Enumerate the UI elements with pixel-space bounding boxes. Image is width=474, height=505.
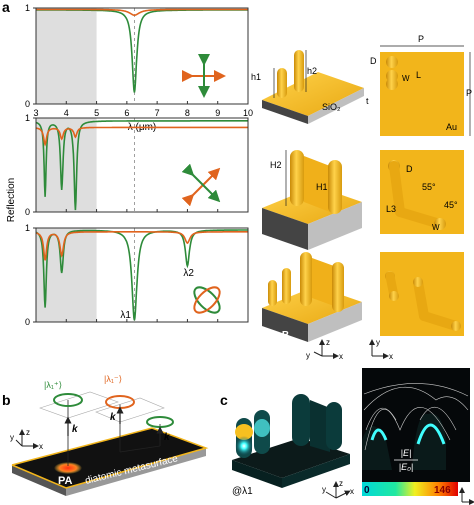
label-W-b: W bbox=[432, 223, 440, 232]
field-label-num: |E| bbox=[401, 448, 412, 458]
label-W: W bbox=[402, 74, 410, 83]
label-k3: k bbox=[164, 432, 170, 443]
axis-x-label: x bbox=[339, 352, 343, 361]
label-Au: Au bbox=[446, 122, 457, 132]
plot-frame-0 bbox=[35, 7, 249, 105]
y-axis-label: Reflection bbox=[6, 178, 17, 222]
label-state1: |λ₁⁺⟩ bbox=[44, 380, 62, 390]
label-angle1: 55° bbox=[422, 182, 436, 192]
series-line-2-0 bbox=[35, 229, 248, 321]
b-axis-z: z bbox=[26, 428, 30, 437]
xtick-label-8: 8 bbox=[185, 108, 190, 118]
ytick-label-2-1: 1 bbox=[25, 223, 30, 233]
panel-c-3d: @λ1 z x y bbox=[232, 394, 354, 499]
ytick-label-0-1: 1 bbox=[25, 3, 30, 13]
xtick-label-3: 3 bbox=[33, 108, 38, 118]
label-k2: k bbox=[110, 412, 116, 423]
label-at-lambda1: @λ1 bbox=[232, 486, 253, 497]
ytick-label-0-0: 0 bbox=[25, 99, 30, 109]
topview-a: P P D W L Au bbox=[370, 34, 472, 136]
label-h2: h2 bbox=[307, 66, 317, 76]
label-L3: L3 bbox=[386, 204, 396, 214]
panel-label-b: b bbox=[2, 392, 11, 408]
label-k1: k bbox=[72, 424, 78, 435]
label-t: t bbox=[366, 96, 369, 106]
topview-b: D 55° 45° L3 W bbox=[380, 150, 464, 234]
series-line-1-0 bbox=[35, 120, 248, 211]
structure-a-plus-b: A+ B bbox=[262, 252, 362, 342]
c-axis-x: x bbox=[350, 487, 354, 496]
label-angle2: 45° bbox=[444, 200, 458, 210]
annotation-λ2: λ2 bbox=[183, 268, 194, 279]
label-L: L bbox=[416, 70, 421, 80]
label-P: P bbox=[418, 34, 424, 44]
b-axis-x: x bbox=[39, 442, 43, 451]
label-state2: |λ₁⁻⟩ bbox=[104, 374, 122, 384]
series-line-2-1 bbox=[35, 231, 248, 261]
label-PA: PA bbox=[58, 475, 73, 487]
panel-label-a: a bbox=[2, 0, 10, 15]
label-D: D bbox=[370, 56, 377, 66]
label-h1: h1 bbox=[251, 72, 261, 82]
b-axis-y: y bbox=[10, 433, 14, 442]
panel-c-field-map: 0 146 |E| |E₀| bbox=[362, 368, 474, 505]
topview-ab: y x bbox=[369, 252, 464, 361]
panel-b: PA diatomic metasurface k k k |λ₁⁺⟩ |λ₁⁻… bbox=[10, 374, 209, 496]
annotation-λ1: λ1 bbox=[120, 310, 131, 321]
label-H1: H1 bbox=[316, 182, 328, 192]
field-label-den: |E₀| bbox=[399, 462, 413, 472]
ytick-label-2-0: 0 bbox=[25, 317, 30, 327]
plot-frame-1 bbox=[35, 117, 249, 213]
xtick-label-10: 10 bbox=[243, 108, 253, 118]
structure-axes: z x y bbox=[306, 338, 343, 361]
structure-ab-name: A+ B bbox=[266, 330, 289, 341]
xtick-label-9: 9 bbox=[215, 108, 220, 118]
topview-axis-y: y bbox=[376, 338, 380, 347]
shaded-region-2 bbox=[36, 228, 97, 322]
xtick-label-5: 5 bbox=[94, 108, 99, 118]
label-H2: H2 bbox=[270, 160, 282, 170]
xtick-label-6: 6 bbox=[124, 108, 129, 118]
colorbar-max: 146 bbox=[434, 485, 451, 496]
c-axis-y: y bbox=[322, 485, 326, 494]
axis-y-label: y bbox=[306, 351, 310, 360]
linear-polarization-icon bbox=[182, 54, 226, 98]
structure-a: A h1 h2 SiO₂ t bbox=[251, 50, 369, 125]
ytick-label-1-0: 0 bbox=[25, 207, 30, 217]
label-P-side: P bbox=[466, 88, 472, 98]
structure-b-name: B bbox=[266, 236, 273, 247]
xtick-label-4: 4 bbox=[64, 108, 69, 118]
label-substrate: SiO₂ bbox=[322, 102, 341, 112]
panel-label-c: c bbox=[220, 392, 228, 408]
axis-z-label: z bbox=[326, 338, 330, 347]
xtick-label-7: 7 bbox=[155, 108, 160, 118]
diagonal-polarization-icon bbox=[181, 163, 221, 207]
colorbar-min: 0 bbox=[364, 485, 370, 496]
topview-axis-x: x bbox=[389, 352, 393, 361]
series-line-1-1 bbox=[35, 126, 248, 147]
structure-a-name: A bbox=[266, 114, 273, 125]
structure-b: B H2 H1 bbox=[262, 150, 362, 250]
ytick-label-1-1: 1 bbox=[25, 113, 30, 123]
label-D-b: D bbox=[406, 164, 413, 174]
c-axis-z: z bbox=[339, 479, 343, 488]
shaded-region-0 bbox=[36, 8, 97, 104]
elliptical-polarization-icon bbox=[193, 286, 221, 314]
plot-frame-2 bbox=[35, 227, 249, 323]
series-line-0-1 bbox=[36, 8, 248, 16]
